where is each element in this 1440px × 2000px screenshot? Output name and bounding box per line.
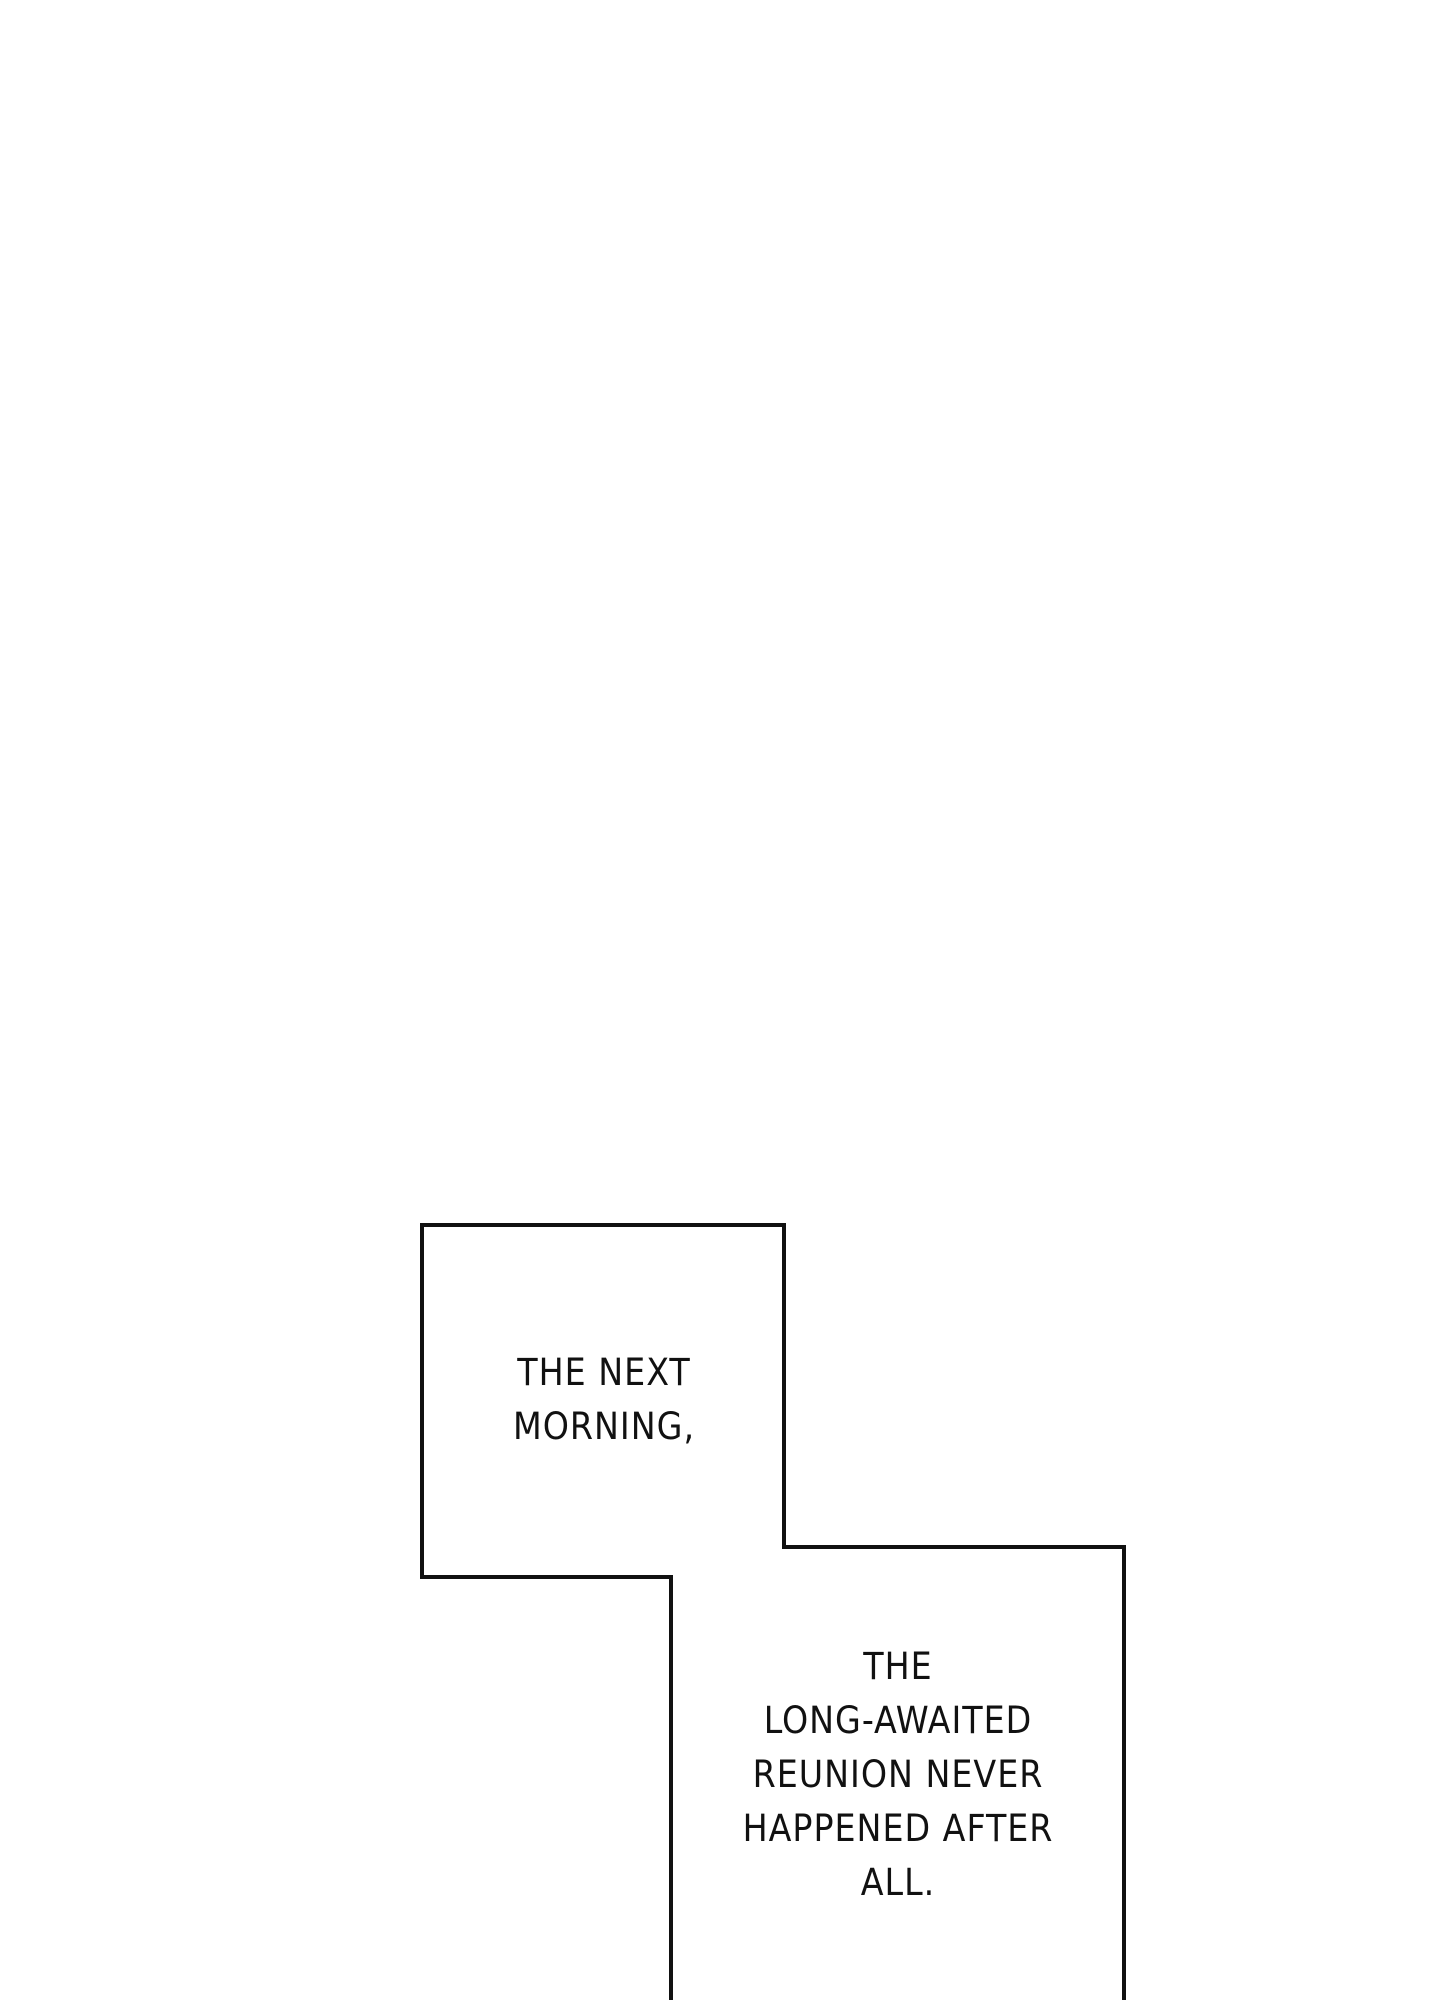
caption-line: MORNING, <box>512 1405 696 1448</box>
caption-line: THE NEXT <box>517 1351 691 1394</box>
caption-box-border <box>420 1223 1126 2000</box>
caption-line: ALL. <box>860 1861 936 1904</box>
caption-line: LONG-AWAITED <box>763 1699 1033 1742</box>
caption-line: REUNION NEVER <box>752 1753 1044 1796</box>
caption-line: THE <box>863 1645 933 1688</box>
caption-reunion: THE LONG-AWAITED REUNION NEVER HAPPENED … <box>743 1640 1054 1910</box>
caption-the-next-morning: THE NEXT MORNING, <box>513 1346 695 1454</box>
caption-line: HAPPENED AFTER <box>742 1807 1054 1850</box>
